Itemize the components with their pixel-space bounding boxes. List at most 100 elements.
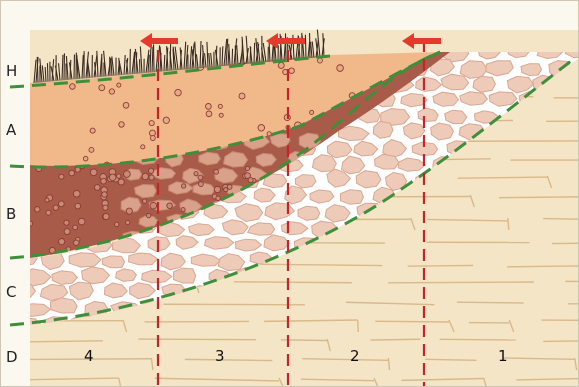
rock-fragment — [298, 206, 320, 220]
pebble — [227, 185, 232, 190]
zone-label-2: 2 — [350, 349, 360, 364]
bedrock-crack — [508, 218, 509, 230]
bedrock-crack — [234, 282, 352, 283]
rock-fragment — [433, 92, 459, 106]
pebble — [150, 136, 155, 141]
rock-fragment — [9, 190, 32, 205]
pebble — [89, 147, 94, 152]
pebble — [310, 110, 314, 114]
pebble — [258, 125, 265, 132]
pebble — [74, 240, 79, 245]
pebble — [28, 221, 33, 226]
rock-fragment — [199, 152, 221, 165]
horizon-label-h: H — [6, 64, 17, 79]
grass-blade — [37, 57, 38, 83]
grass-blade — [305, 35, 306, 59]
pebble — [126, 220, 130, 224]
pebble — [109, 89, 114, 94]
pebble — [45, 198, 49, 202]
pebble — [216, 196, 220, 200]
pebble — [64, 220, 69, 225]
pebble — [64, 229, 70, 235]
grass-blade — [232, 49, 233, 65]
pebble — [117, 174, 121, 178]
bedrock-crack — [566, 281, 579, 282]
zone-label-1: 1 — [498, 349, 508, 364]
horizon-label-a: A — [6, 123, 16, 138]
pebble — [103, 205, 108, 210]
horizon-label-d: D — [6, 350, 18, 365]
pebble — [181, 184, 185, 188]
pebble — [149, 121, 154, 126]
pebble — [141, 145, 145, 149]
pebble — [103, 213, 109, 219]
pebble — [53, 205, 58, 210]
pebble — [73, 225, 78, 230]
pebble — [206, 111, 212, 117]
pebble — [109, 174, 116, 181]
rock-fragment — [341, 190, 364, 205]
pebble — [142, 173, 148, 179]
bedrock-crack — [388, 282, 534, 283]
pebble — [181, 208, 185, 212]
bedrock-crack — [358, 320, 359, 332]
pebble — [337, 65, 344, 72]
rock-fragment — [356, 171, 381, 188]
pebble — [75, 203, 81, 209]
pebble — [167, 203, 173, 209]
grass-blade — [134, 52, 135, 74]
pebble — [69, 170, 75, 176]
pebble — [206, 103, 212, 109]
grass-blade — [235, 46, 236, 65]
horizon-label-b: B — [6, 207, 16, 222]
pebble — [35, 207, 40, 212]
grass-blade — [47, 63, 48, 82]
bedrock-crack — [138, 339, 256, 340]
pebble — [58, 201, 64, 207]
bedrock-crack — [552, 243, 579, 244]
rock-fragment — [460, 92, 488, 106]
rock-fragment — [50, 298, 77, 313]
pebble — [143, 199, 147, 203]
pebble — [59, 174, 64, 179]
bedrock-crack — [163, 304, 304, 305]
rock-fragment — [102, 256, 125, 268]
rock-fragment — [521, 64, 542, 76]
bedrock-crack — [457, 302, 524, 303]
bedrock-crack — [375, 321, 449, 322]
pebble — [90, 128, 95, 133]
pebble — [214, 169, 219, 174]
pebble — [83, 156, 88, 161]
pebble — [278, 62, 284, 68]
pebble — [46, 210, 51, 215]
pebble — [214, 186, 220, 192]
pebble — [119, 122, 124, 127]
pebble — [99, 85, 105, 91]
pebble — [218, 104, 222, 108]
zone-label-4: 4 — [84, 349, 94, 364]
bedrock-crack — [145, 321, 250, 322]
rock-fragment — [174, 268, 196, 283]
grass-blade — [285, 33, 286, 60]
pebble — [147, 213, 151, 217]
rock-fragment — [295, 175, 316, 188]
pebble — [245, 173, 251, 179]
pebble — [317, 58, 322, 63]
pebble — [148, 168, 153, 173]
pebble — [59, 239, 65, 245]
bedrock-crack — [370, 339, 420, 340]
bedrock-crack — [408, 265, 473, 266]
rock-fragment — [375, 154, 399, 169]
pebble — [150, 202, 157, 209]
pebble — [245, 166, 249, 170]
bedrock-crack — [440, 339, 516, 340]
horizon-label-c: C — [6, 285, 16, 300]
pebble — [219, 113, 223, 117]
pebble — [70, 84, 76, 90]
pebble — [198, 175, 203, 180]
pebble — [101, 178, 107, 184]
pebble — [117, 83, 121, 87]
pebble — [123, 102, 129, 108]
